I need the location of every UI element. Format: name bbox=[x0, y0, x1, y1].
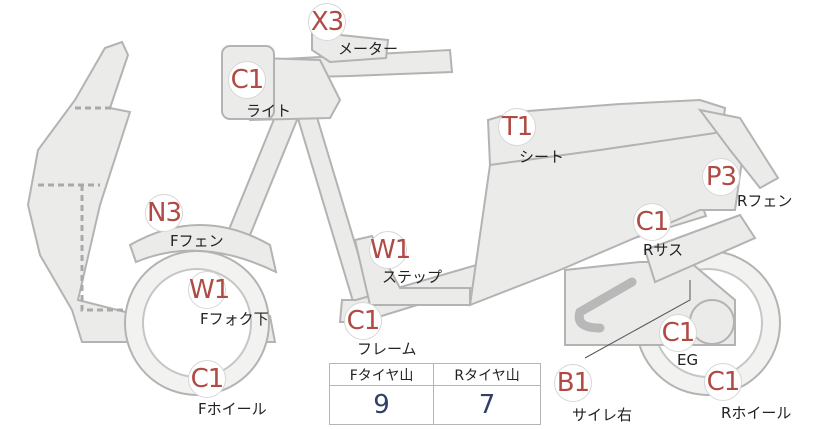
tire-table-header-row: Fタイヤ山 Rタイヤ山 bbox=[328, 363, 541, 386]
suspension-leader-line bbox=[584, 280, 691, 359]
rear-fender-shape bbox=[697, 108, 780, 190]
side-cover-right-code-badge: B1 bbox=[554, 364, 592, 402]
front-body-shape bbox=[26, 40, 277, 343]
rear-wheel-code-badge: C1 bbox=[704, 363, 742, 401]
meter-label: メーター bbox=[338, 40, 399, 58]
meter-code-badge: X3 bbox=[308, 3, 346, 41]
engine-code-badge: C1 bbox=[659, 314, 697, 352]
front-tire-header: Fタイヤ山 bbox=[328, 363, 435, 386]
seat-shape bbox=[486, 98, 727, 167]
step-label: ステップ bbox=[382, 268, 443, 286]
rear-wheel-label: Rホイール bbox=[721, 404, 792, 422]
front-fender-code-badge: N3 bbox=[145, 194, 183, 232]
tire-tread-table: Fタイヤ山 Rタイヤ山 9 7 bbox=[328, 363, 541, 425]
frame-label: フレーム bbox=[357, 340, 417, 358]
seat-label: シート bbox=[519, 148, 565, 166]
body-seam-lines bbox=[38, 106, 137, 312]
rear-fender-label: Rフェン bbox=[737, 192, 793, 210]
tire-table-value-row: 9 7 bbox=[328, 385, 541, 425]
front-fender-label: Fフェン bbox=[170, 232, 224, 250]
rear-suspension-shape bbox=[643, 213, 757, 284]
front-fork-lower-label: Fフォク下 bbox=[200, 310, 269, 328]
exhaust-pipe bbox=[574, 277, 637, 333]
rear-suspension-label: Rサス bbox=[643, 241, 684, 259]
front-fork-lower-code-badge: W1 bbox=[188, 271, 230, 309]
front-tire-value: 9 bbox=[328, 385, 435, 425]
rear-suspension-code-badge: C1 bbox=[633, 203, 671, 241]
light-label: ライト bbox=[246, 102, 292, 120]
front-wheel-code-badge: C1 bbox=[188, 360, 226, 398]
rear-tire-header: Rタイヤ山 bbox=[433, 363, 541, 386]
seat-code-badge: T1 bbox=[498, 108, 536, 146]
frame-down-tube bbox=[294, 102, 374, 310]
rear-fender-code-badge: P3 bbox=[702, 158, 740, 196]
frame-code-badge: C1 bbox=[344, 302, 382, 340]
step-code-badge: W1 bbox=[369, 231, 411, 269]
light-code-badge: C1 bbox=[228, 61, 266, 99]
rear-tire-value: 7 bbox=[433, 385, 541, 425]
side-cover-right-label: サイレ右 bbox=[572, 406, 633, 424]
front-wheel-label: Fホイール bbox=[198, 400, 267, 418]
rear-hub bbox=[689, 299, 735, 345]
engine-label: EG bbox=[677, 351, 699, 369]
